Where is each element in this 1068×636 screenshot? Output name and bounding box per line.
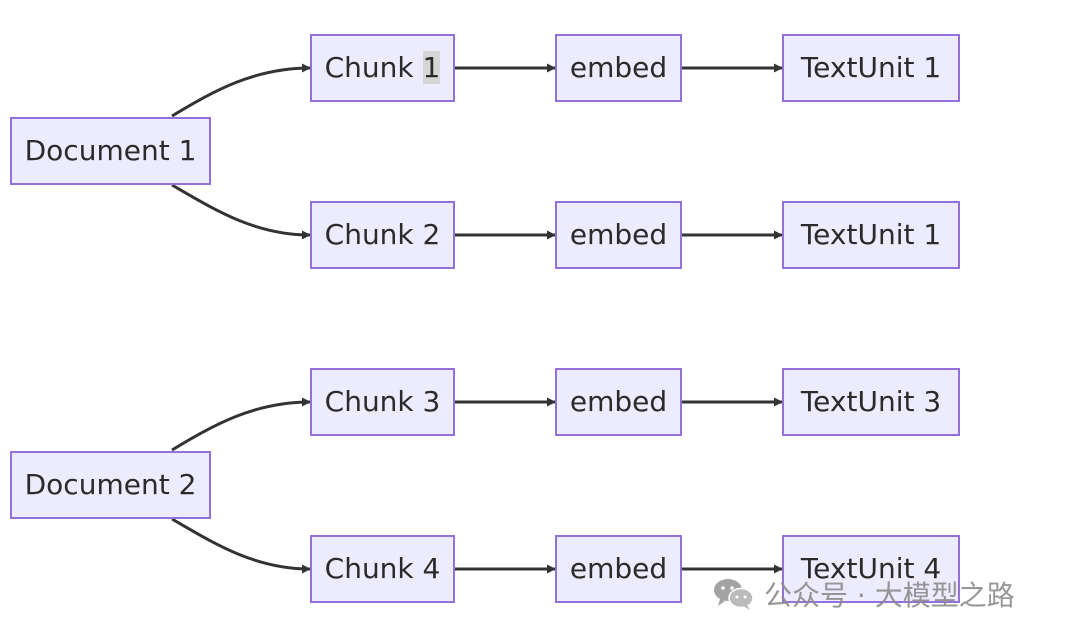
textunit-row1-label: TextUnit 1 bbox=[800, 51, 942, 84]
embed-node-row3: embed bbox=[555, 368, 682, 436]
embed-label: embed bbox=[569, 552, 668, 585]
edge-document1-chunk2 bbox=[171, 183, 311, 240]
textunit-row4-label: TextUnit 4 bbox=[800, 552, 942, 585]
chunk-4-node: Chunk 4 bbox=[310, 535, 455, 603]
document-2-label: Document 2 bbox=[24, 468, 197, 501]
textunit-row3-label: TextUnit 3 bbox=[800, 385, 942, 418]
embed-label: embed bbox=[569, 385, 668, 418]
chunk-3-label: Chunk 3 bbox=[324, 385, 441, 418]
document-2-node: Document 2 bbox=[10, 451, 211, 519]
edge-document2-chunk4 bbox=[171, 517, 311, 574]
textunit-node-row2: TextUnit 1 bbox=[782, 201, 960, 269]
watermark-text: 公众号 · 大模型之路 bbox=[764, 579, 1015, 612]
textunit-node-row1: TextUnit 1 bbox=[782, 34, 960, 102]
document-1-label: Document 1 bbox=[24, 134, 197, 167]
chunk-1-number-highlight: 1 bbox=[422, 51, 441, 84]
edge-document1-chunk1 bbox=[171, 63, 311, 118]
textunit-node-row3: TextUnit 3 bbox=[782, 368, 960, 436]
chunk-4-label: Chunk 4 bbox=[324, 552, 441, 585]
watermark: 公众号 · 大模型之路 bbox=[712, 574, 1015, 614]
document-1-node: Document 1 bbox=[10, 117, 211, 185]
chunk-3-node: Chunk 3 bbox=[310, 368, 455, 436]
chunk-2-label: Chunk 2 bbox=[324, 218, 441, 251]
chunk-1-label-prefix: Chunk bbox=[324, 51, 423, 84]
embed-node-row1: embed bbox=[555, 34, 682, 102]
textunit-node-row4: TextUnit 4 bbox=[782, 535, 960, 603]
chunk-1-node: Chunk 1 bbox=[310, 34, 455, 102]
embed-node-row2: embed bbox=[555, 201, 682, 269]
textunit-row2-label: TextUnit 1 bbox=[800, 218, 942, 251]
embed-node-row4: embed bbox=[555, 535, 682, 603]
embed-label: embed bbox=[569, 51, 668, 84]
edge-document2-chunk3 bbox=[171, 397, 311, 452]
embed-label: embed bbox=[569, 218, 668, 251]
wechat-icon bbox=[714, 579, 754, 610]
chunk-2-node: Chunk 2 bbox=[310, 201, 455, 269]
chunk-1-label: Chunk 1 bbox=[324, 51, 441, 84]
